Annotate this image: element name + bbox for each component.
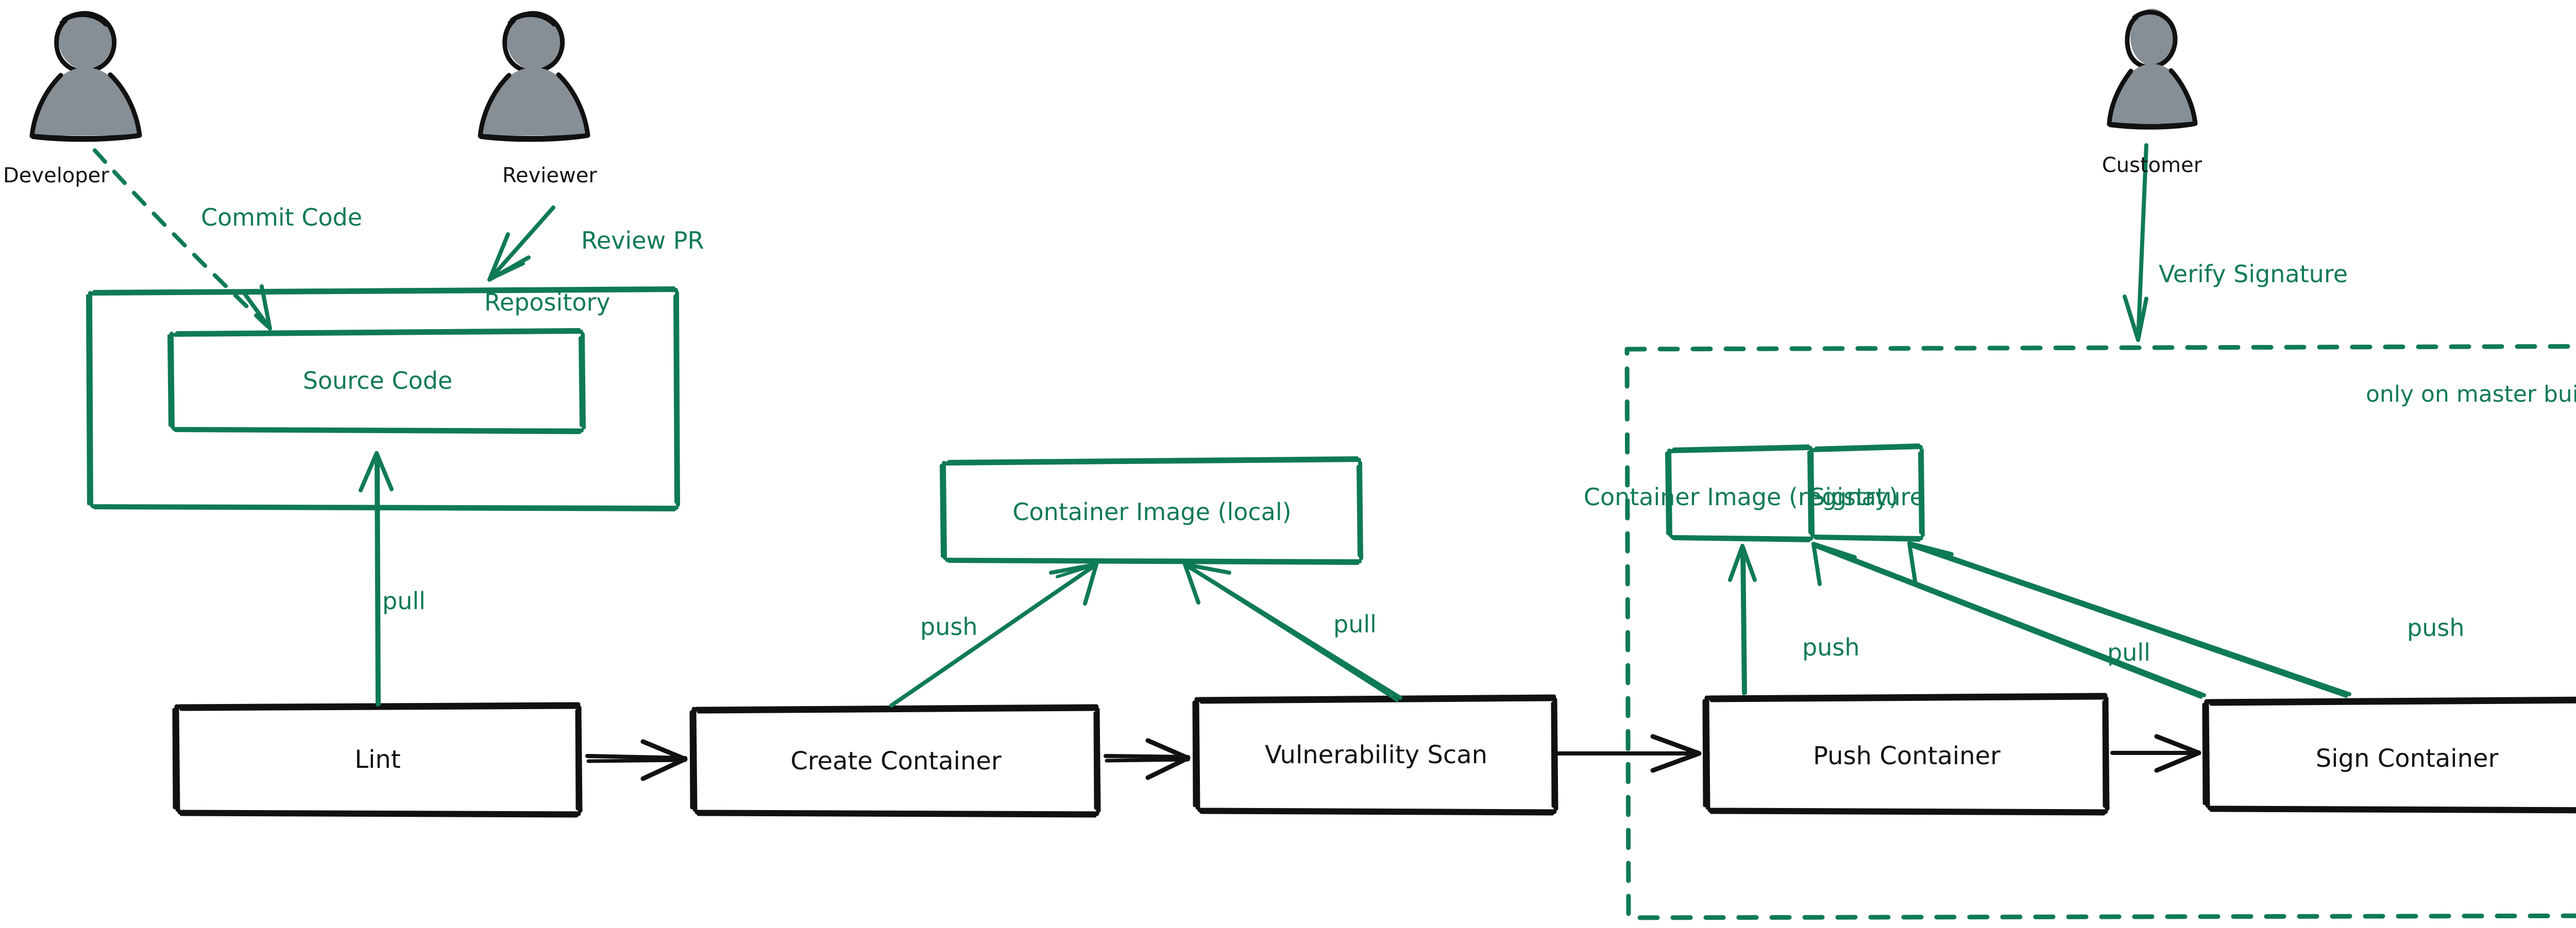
actor-developer-icon	[29, 11, 142, 142]
arrow-push-container-to-sign-container	[2110, 734, 2201, 773]
edge-label-pull-source: pull	[382, 587, 426, 615]
arrow-pull-source	[359, 451, 394, 707]
artifact-label-repository[interactable]: Repository	[484, 288, 611, 316]
actor-reviewer-icon	[478, 11, 590, 142]
edge-label-commit-code: Commit Code	[201, 203, 363, 231]
edge-label-push-registry-image: push	[1802, 633, 1860, 661]
artifact-label-source-code[interactable]: Source Code	[302, 367, 453, 394]
arrow-create-container-to-vulnerability-scan	[1104, 738, 1191, 780]
arrow-vulnerability-scan-to-push-container	[1555, 734, 1702, 773]
pipeline-label-lint[interactable]: Lint	[354, 745, 401, 774]
arrow-pull-local-image	[1183, 562, 1402, 702]
edge-label-push-signature: push	[2407, 614, 2465, 642]
source-code-box-outline	[167, 328, 586, 434]
container-image-local-box-outline	[940, 456, 1363, 565]
edge-label-review-pr: Review PR	[581, 227, 704, 254]
pipeline-label-sign-container[interactable]: Sign Container	[2315, 744, 2499, 773]
signature-box-outline	[1807, 443, 1925, 542]
sign-container-box-outline	[2202, 696, 2576, 814]
repository-box-outline	[86, 286, 680, 511]
edge-label-verify-signature: Verify Signature	[2159, 260, 2348, 288]
arrow-commit-code	[93, 148, 272, 331]
artifact-label-signature[interactable]: Signature	[1810, 483, 1924, 511]
arrow-push-registry-image	[1728, 544, 1757, 695]
arrow-review-pr	[487, 205, 555, 282]
group-note-only-on-master-build: only on master build	[2366, 381, 2576, 407]
actor-customer-icon	[2107, 9, 2198, 130]
pipeline-label-create-container[interactable]: Create Container	[790, 747, 1002, 776]
master-build-group-outline	[1624, 344, 2576, 920]
arrow-push-signature	[1907, 541, 2351, 698]
push-container-box-outline	[1702, 693, 2110, 816]
artifact-label-container-image-local[interactable]: Container Image (local)	[1012, 498, 1292, 526]
artifact-label-container-image-registry[interactable]: Container Image (registry)	[1583, 483, 1899, 511]
arrow-verify-signature	[2123, 143, 2148, 342]
actor-label-customer: Customer	[2102, 153, 2202, 177]
create-container-box-outline	[689, 704, 1101, 818]
arrow-pull-registry-image	[1811, 542, 2206, 699]
pipeline-label-push-container[interactable]: Push Container	[1813, 742, 2001, 770]
edge-label-pull-local-image: pull	[1333, 610, 1377, 638]
actor-label-developer: Developer	[3, 164, 109, 187]
arrow-lint-to-create-container	[585, 739, 688, 781]
pipeline-label-vulnerability-scan[interactable]: Vulnerability Scan	[1264, 741, 1488, 769]
arrow-push-local-image	[889, 562, 1098, 708]
actor-label-reviewer: Reviewer	[502, 164, 597, 187]
edge-label-push-local-image: push	[920, 613, 978, 641]
edge-label-pull-registry-image: pull	[2107, 639, 2150, 666]
